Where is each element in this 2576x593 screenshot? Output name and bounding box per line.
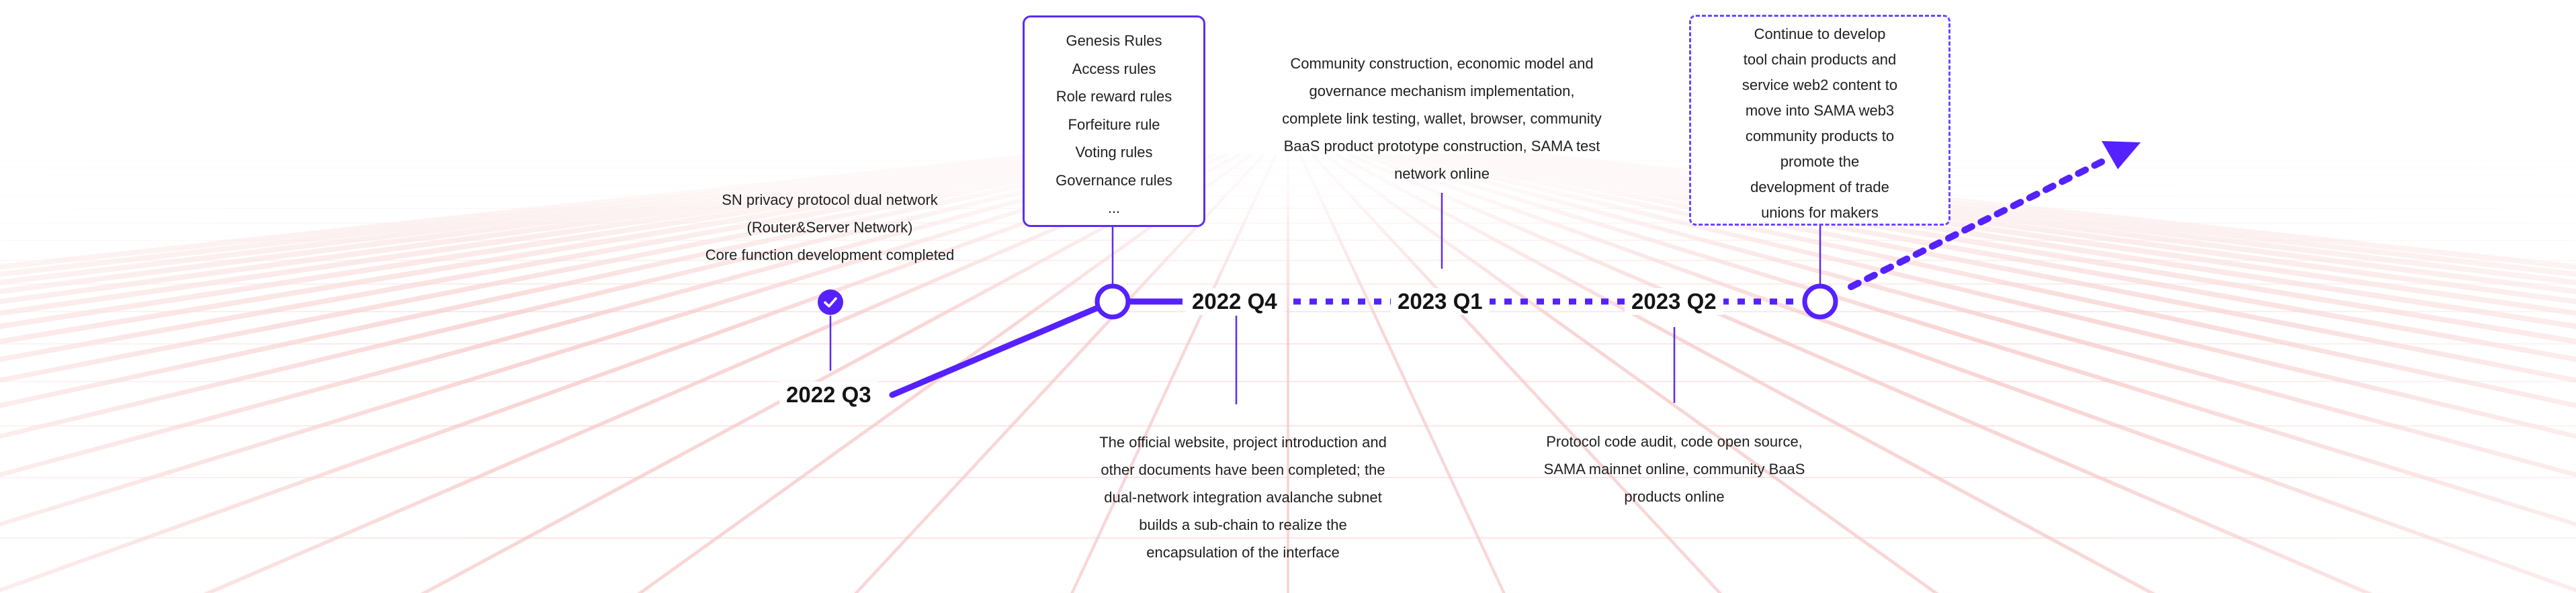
description-line: complete link testing, wallet, browser, … — [1282, 110, 1602, 127]
description-line: Core function development completed — [705, 246, 955, 263]
description-line: Community construction, economic model a… — [1290, 55, 1594, 72]
description-line: community products to — [1745, 128, 1895, 144]
description-line: service web2 content to — [1742, 77, 1898, 93]
rules-box — [1023, 15, 1205, 227]
timeline-future-dotted-segment — [1848, 158, 2105, 290]
milestone-label-2023-q1: 2023 Q1 — [1391, 288, 1490, 315]
description-line: SAMA mainnet online, community BaaS — [1543, 461, 1805, 477]
description-line: BaaS product prototype construction, SAM… — [1283, 138, 1600, 154]
milestone-description-2023-q2: Protocol code audit, code open source, S… — [1506, 428, 1842, 510]
description-line: network online — [1394, 165, 1490, 182]
description-line: products online — [1624, 488, 1725, 505]
milestone-label-2022-q3: 2022 Q3 — [779, 381, 878, 408]
milestone-description-2022-q3: SN privacy protocol dual network (Router… — [662, 186, 998, 269]
description-line: development of trade — [1750, 179, 1889, 195]
description-line: encapsulation of the interface — [1146, 544, 1340, 561]
description-line: (Router&Server Network) — [746, 219, 913, 236]
description-line: dual-network integration avalanche subne… — [1104, 489, 1382, 506]
rule-item: Forfeiture rule — [1068, 116, 1160, 133]
description-line: The official website, project introducti… — [1099, 434, 1387, 451]
description-line: builds a sub-chain to realize the — [1139, 516, 1347, 533]
milestone-description-2022-q4: The official website, project introducti… — [1055, 428, 1431, 566]
milestone-ring-q4-rules — [1094, 283, 1131, 320]
future-plan-box — [1689, 15, 1950, 226]
rule-item: Voting rules — [1075, 144, 1153, 161]
milestone-label-2023-q2: 2023 Q2 — [1625, 288, 1723, 315]
rules-list: Genesis Rules Access rules Role reward r… — [1023, 27, 1205, 222]
description-line: tool chain products and — [1743, 51, 1897, 68]
check-icon — [818, 289, 843, 315]
description-line: Protocol code audit, code open source, — [1546, 433, 1803, 450]
description-line: governance mechanism implementation, — [1309, 83, 1575, 99]
milestone-label-2022-q4: 2022 Q4 — [1185, 288, 1284, 315]
milestone-ring-future — [1802, 283, 1838, 320]
rule-item: Access rules — [1072, 60, 1156, 77]
rule-item: Role reward rules — [1056, 88, 1172, 105]
description-line: SN privacy protocol dual network — [722, 191, 938, 208]
description-line: Continue to develop — [1754, 26, 1886, 42]
description-line: move into SAMA web3 — [1745, 102, 1895, 119]
future-plan-description: Continue to develop tool chain products … — [1689, 21, 1950, 226]
rule-item: Genesis Rules — [1066, 32, 1162, 49]
rule-item: ... — [1107, 199, 1121, 216]
rule-item: Governance rules — [1056, 171, 1172, 189]
timeline-rising-segment — [889, 305, 1100, 398]
arrow-head-icon — [2102, 141, 2141, 169]
description-line: promote the — [1780, 153, 1860, 170]
description-line: unions for makers — [1761, 204, 1879, 221]
milestone-description-2023-q1: Community construction, economic model a… — [1240, 50, 1643, 187]
description-line: other documents have been completed; the — [1101, 461, 1385, 478]
